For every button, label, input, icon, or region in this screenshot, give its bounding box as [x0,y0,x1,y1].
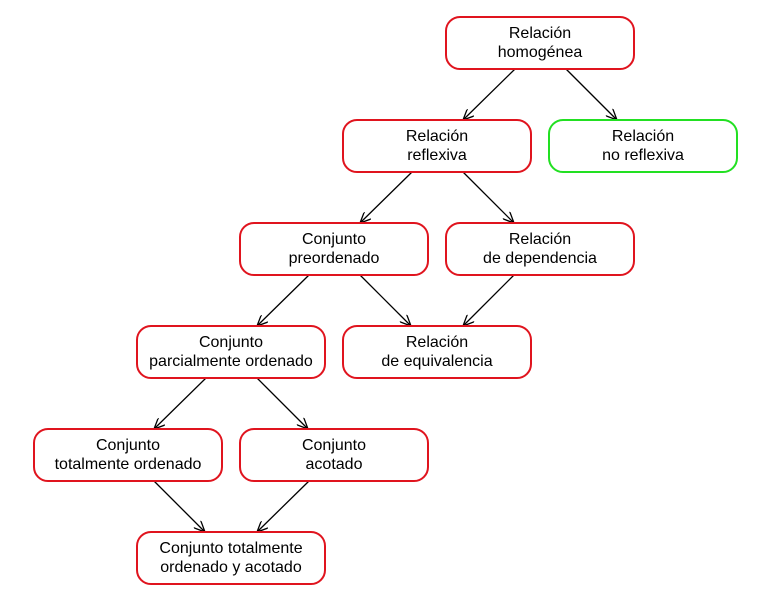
edge-reflexiva-to-dependencia [462,171,514,223]
edge-reflexiva-to-preordenado [360,171,413,223]
node-parcial: Conjunto parcialmente ordenado [136,325,326,379]
node-label-line: Conjunto [199,334,263,351]
edge-acotado-to-total-acotado [257,480,310,532]
edges-layer [153,68,617,532]
node-label-line: Relación [406,128,468,145]
node-label-line: de dependencia [483,250,597,267]
node-label-line: Relación [509,25,571,42]
node-label-line: homogénea [498,44,583,61]
edge-total-to-total-acotado [153,480,205,532]
node-label-line: preordenado [289,250,380,267]
node-box [136,531,326,585]
node-label-line: Conjunto [302,437,366,454]
node-box [239,428,429,482]
node-preordenado: Conjunto preordenado [239,222,429,276]
node-label-line: Conjunto totalmente [159,540,302,557]
node-box [239,222,429,276]
node-label-line: ordenado y acotado [160,559,302,576]
edge-preordenado-to-parcial [257,274,310,326]
node-label-line: Relación [406,334,468,351]
node-label-line: Conjunto [302,231,366,248]
node-box [342,325,532,379]
node-label-line: totalmente ordenado [55,456,202,473]
node-box [33,428,223,482]
node-box [445,16,635,70]
edge-homogenea-to-reflexiva [463,68,516,120]
node-box [342,119,532,173]
node-dependencia: Relación de dependencia [445,222,635,276]
node-box [445,222,635,276]
edge-parcial-to-total [154,377,207,429]
node-total-acotado: Conjunto totalmente ordenado y acotado [136,531,326,585]
node-reflexiva: Relación reflexiva [342,119,532,173]
node-label-line: de equivalencia [381,353,492,370]
edge-dependencia-to-equivalencia [463,274,515,326]
node-label-line: Relación [612,128,674,145]
node-label-line: no reflexiva [602,147,684,164]
node-label-line: acotado [306,456,363,473]
edge-preordenado-to-equivalencia [359,274,411,326]
node-homogenea: Relación homogénea [445,16,635,70]
node-no-reflexiva: Relación no reflexiva [548,119,738,173]
nodes-layer: RelaciónhomogéneaRelaciónreflexivaRelaci… [33,16,738,585]
edge-homogenea-to-no-reflexiva [565,68,617,120]
edge-parcial-to-acotado [256,377,308,429]
node-label-line: parcialmente ordenado [149,353,313,370]
node-acotado: Conjunto acotado [239,428,429,482]
node-label-line: Conjunto [96,437,160,454]
node-label-line: reflexiva [407,147,467,164]
node-total: Conjunto totalmente ordenado [33,428,223,482]
node-box [548,119,738,173]
node-label-line: Relación [509,231,571,248]
node-box [136,325,326,379]
node-equivalencia: Relación de equivalencia [342,325,532,379]
